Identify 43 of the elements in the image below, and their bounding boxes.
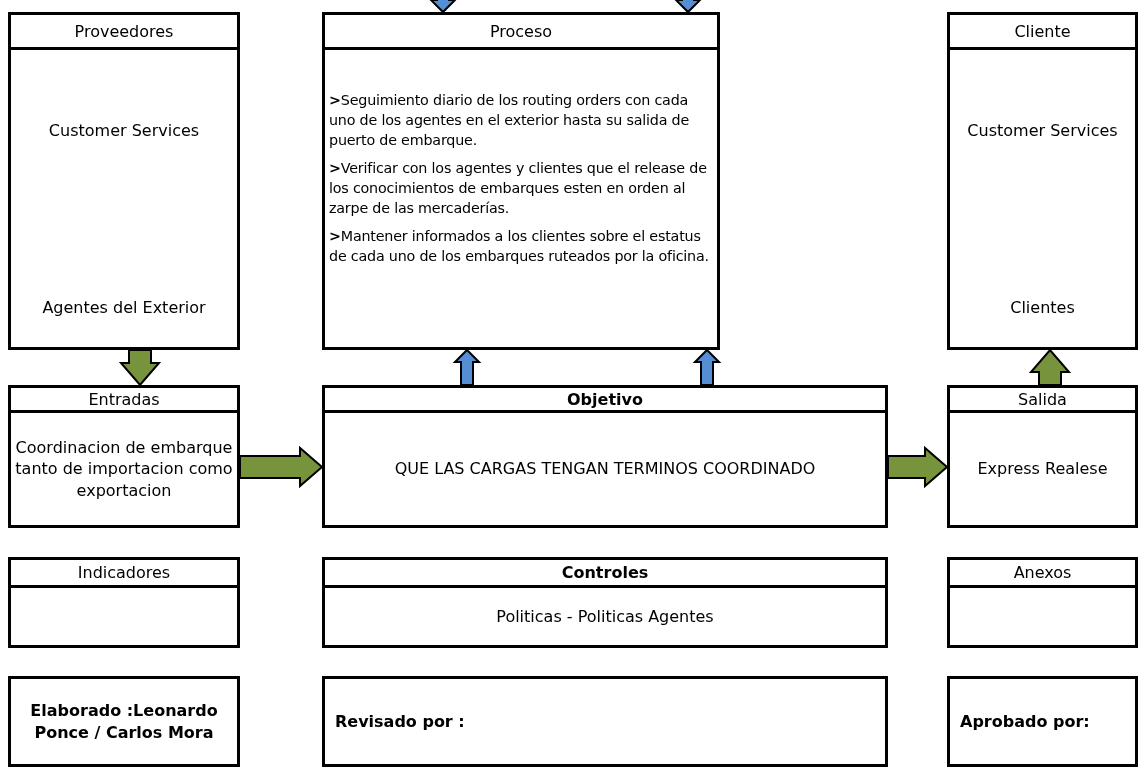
panel-text: Clientes [1009,297,1076,319]
panel-text: Agentes del Exterior [41,297,207,319]
bullet-paragraph: >Seguimiento diario de los routing orders con cada uno de los agentes en el exterior hasta su salida de puerto de embarque. [329,91,690,151]
process-panel [322,557,888,648]
block-arrow [673,0,703,14]
panel-heading: Controles [561,563,649,582]
process-panel [947,557,1138,648]
process-panel [947,676,1138,767]
panel-heading: Salida [1018,389,1067,409]
bullet-paragraph: >Verificar con los agentes y clientes que el release de los conocimientos de embarques esten en orden al zarpe de las mercaderías. [329,159,708,219]
panel-heading: Anexos [1013,563,1072,582]
process-panel [8,12,240,350]
process-panel [8,385,240,528]
panel-text: QUE LAS CARGAS TENGAN TERMINOS COORDINADO [393,458,817,480]
panel-text: Politicas - Politicas Agentes [495,605,715,628]
process-panel [8,557,240,648]
process-panel [322,676,888,767]
block-arrow [118,349,162,387]
process-panel [322,385,888,528]
block-arrow [692,348,722,386]
block-arrow [1028,348,1072,386]
block-arrow [887,445,949,489]
panel-heading: Objetivo [567,389,643,409]
panel-heading: Indicadores [77,563,171,582]
panel-heading: Cliente [1014,21,1071,41]
process-panel [322,12,720,350]
panel-heading: Proceso [489,21,553,41]
panel-text: Express Realese [976,458,1109,480]
process-panel [947,12,1138,350]
panel-heading: Proveedores [74,21,174,41]
block-arrow [452,348,482,386]
block-arrow [428,0,458,14]
process-panel [947,385,1138,528]
bullet-paragraph: >Mantener informados a los clientes sobre el estatus de cada uno de los embarques ruteados por la oficina. [329,227,710,267]
process-panel [8,676,240,767]
signature-label: Aprobado por: [960,710,1091,733]
block-arrow [239,445,324,489]
panel-text: Customer Services [966,120,1119,142]
panel-text: Customer Services [47,120,201,142]
panel-heading: Entradas [88,389,160,409]
signature-label: Elaborado :Leonardo Ponce / Carlos Mora [29,699,219,744]
signature-label: Revisado por : [335,710,466,733]
panel-text: Coordinacion de embarque tanto de importacion como exportacion [15,436,233,502]
